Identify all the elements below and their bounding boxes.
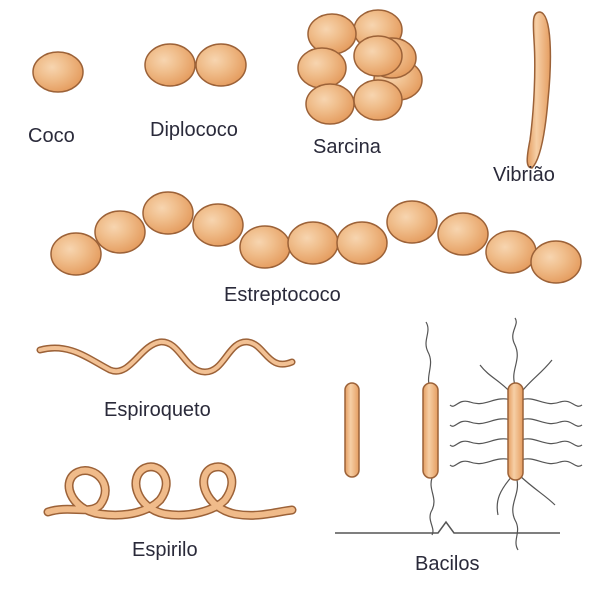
espiroqueto-cell [36,338,296,376]
bacilos-cells [344,382,524,481]
label-sarcina: Sarcina [313,136,382,158]
vibriao-cell [526,11,552,169]
espirilo-cell [43,462,297,520]
label-vibriao: Vibrião [493,164,555,186]
diplococo-cells [144,43,247,87]
label-coco: Coco [28,125,75,147]
label-diplococo: Diplococo [150,119,238,141]
bacilos-flagella [425,317,583,551]
label-bacilos: Bacilos [415,553,479,575]
bacilos-bracket [335,520,560,534]
sarcina-cells [297,9,423,125]
label-estreptococo: Estreptococo [224,284,341,306]
label-espirilo: Espirilo [132,539,198,561]
estreptococo-chain [50,191,582,284]
label-espiroqueto: Espiroqueto [104,399,211,421]
coco-cell [32,51,84,93]
